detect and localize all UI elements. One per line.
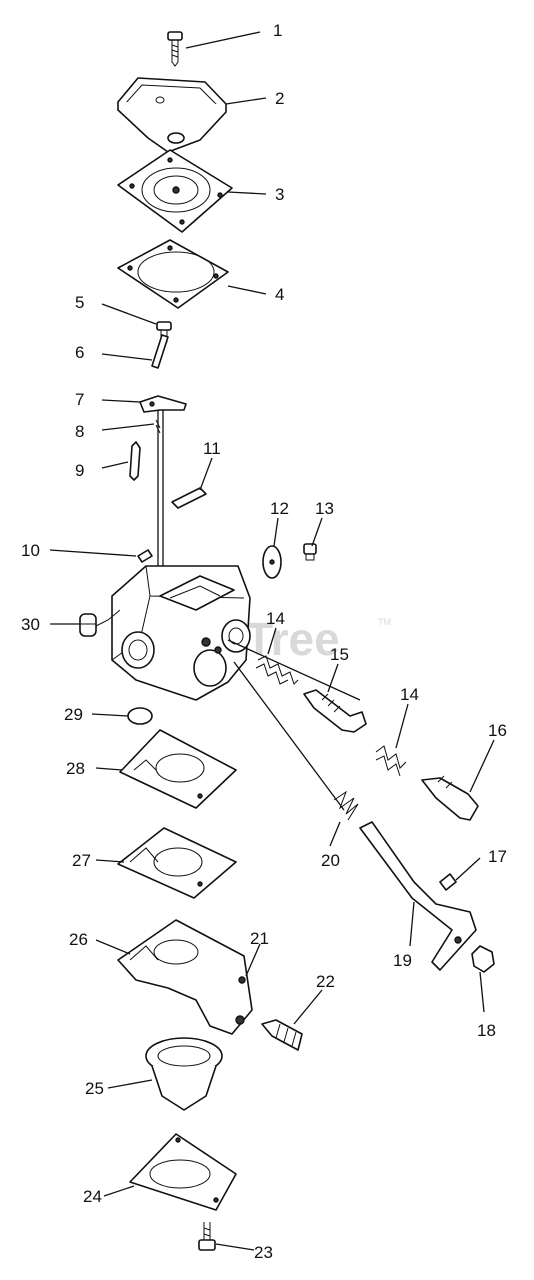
callout-9: 9 — [75, 461, 84, 480]
callout-16: 16 — [488, 721, 507, 740]
callout-19: 19 — [393, 951, 412, 970]
part-25-primer-bulb — [145, 1037, 223, 1111]
part-22-screw — [261, 1019, 303, 1051]
callout-6: 6 — [75, 343, 84, 362]
axis-line-idle — [233, 661, 345, 811]
part-13-screw — [303, 543, 317, 561]
callout-2: 2 — [275, 89, 284, 108]
part-14-spring-upper — [255, 655, 299, 685]
callout-27: 27 — [72, 851, 91, 870]
callout-17: 17 — [488, 847, 507, 866]
callout-14-lower: 14 — [400, 685, 419, 704]
callout-30: 30 — [21, 615, 40, 634]
callout-23: 23 — [254, 1243, 273, 1262]
part-21-pin — [238, 976, 246, 984]
callout-24: 24 — [83, 1187, 102, 1206]
axis-line-low-speed — [227, 639, 361, 701]
part-14-spring-lower — [375, 745, 407, 777]
callout-20: 20 — [321, 851, 340, 870]
callout-10: 10 — [21, 541, 40, 560]
callout-15: 15 — [330, 645, 349, 664]
part-4-gasket — [117, 239, 229, 309]
part-20-spring — [333, 790, 359, 821]
callout-1: 1 — [273, 21, 282, 40]
callout-29: 29 — [64, 705, 83, 724]
part-15-adjusting-needle — [303, 689, 367, 733]
part-28-gasket — [119, 729, 237, 809]
part-2-pump-cover — [117, 77, 227, 153]
part-16-adjusting-needle — [421, 775, 479, 821]
callout-7: 7 — [75, 390, 84, 409]
part-3-pump-diaphragm — [117, 149, 233, 233]
leader-lines — [49, 31, 495, 1251]
callout-5: 5 — [75, 293, 84, 312]
callout-21: 21 — [250, 929, 269, 948]
part-9-inlet-needle — [129, 441, 141, 481]
callout-labels: 1 2 3 4 5 6 7 8 9 10 11 12 13 14 14 15 1… — [21, 21, 507, 1262]
callout-22: 22 — [316, 972, 335, 991]
part-19-throttle-lever — [359, 821, 477, 971]
callout-14-upper: 14 — [266, 609, 285, 628]
callout-3: 3 — [275, 185, 284, 204]
carburetor-body — [91, 565, 251, 701]
part-29-cup — [127, 707, 153, 725]
callout-8: 8 — [75, 422, 84, 441]
callout-12: 12 — [270, 499, 289, 518]
callout-13: 13 — [315, 499, 334, 518]
part-27-diaphragm — [117, 827, 237, 899]
part-10-clip — [137, 549, 153, 563]
part-23-screw — [198, 1222, 216, 1251]
callout-28: 28 — [66, 759, 85, 778]
part-18-clip — [471, 945, 495, 973]
part-12-throttle-plate — [262, 545, 282, 579]
part-7-metering-lever — [139, 395, 187, 413]
part-6-pin — [151, 334, 169, 369]
part-17-screw — [439, 873, 457, 891]
callout-25: 25 — [85, 1079, 104, 1098]
watermark-trademark: TM — [378, 617, 391, 627]
part-26-metering-cover — [117, 919, 253, 1035]
callout-26: 26 — [69, 930, 88, 949]
part-1-screw — [167, 31, 183, 67]
part-30-plug — [79, 613, 97, 637]
callout-11: 11 — [203, 439, 221, 458]
callout-4: 4 — [275, 285, 284, 304]
part-11-pin — [171, 487, 207, 509]
part-24-flange — [129, 1133, 237, 1211]
callout-18: 18 — [477, 1021, 496, 1040]
